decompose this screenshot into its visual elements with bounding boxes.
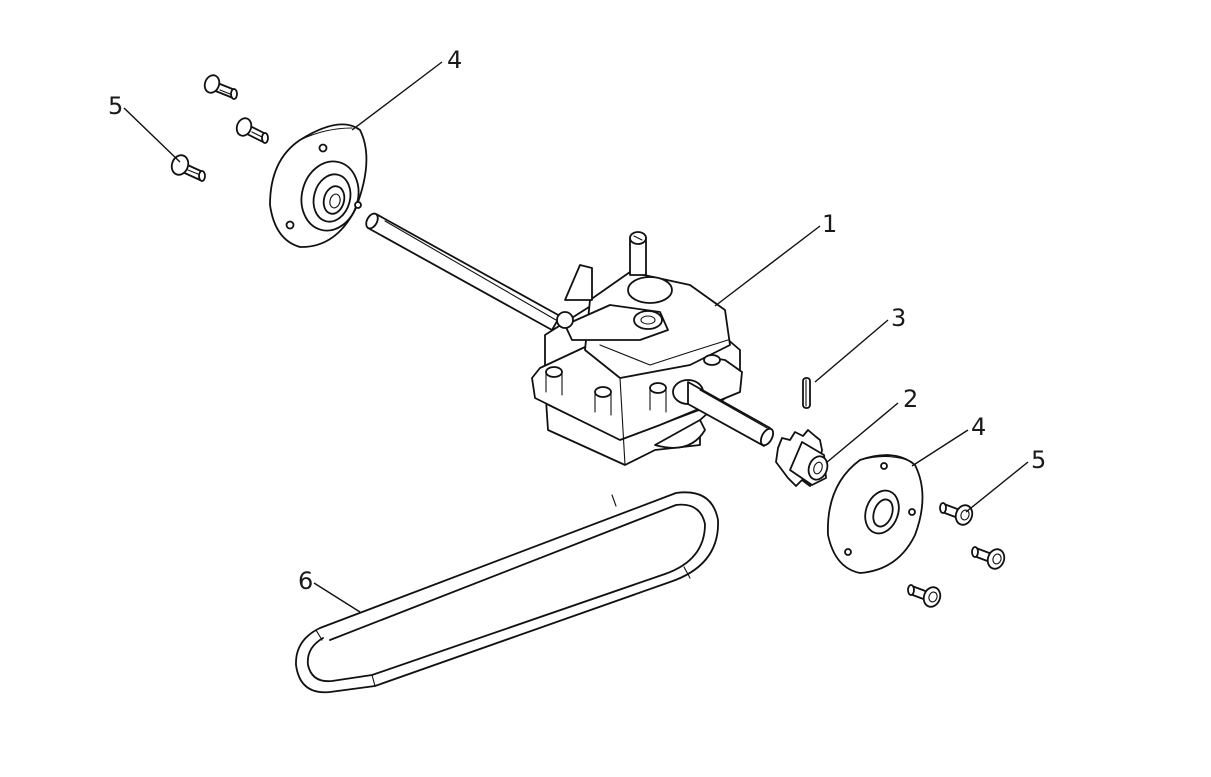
bolt-left-bottom [170,154,206,182]
key [802,377,811,409]
gearbox [531,231,743,466]
callout-bolt-left: 5 [108,92,123,120]
callout-sprocket: 2 [903,385,918,413]
leader-line-4-left [351,61,443,131]
callout-gearbox: 1 [822,210,837,238]
leader-line-3 [814,319,889,383]
callout-wheel-hub-right: 4 [971,413,986,441]
callout-wheel-hub-left: 4 [447,46,462,74]
leader-line-4-right [911,429,969,467]
callout-belt: 6 [298,567,313,595]
leader-line-2 [825,402,899,464]
wheel-hub-left [269,123,368,248]
leader-line-5-right [965,461,1029,513]
wheel-hub-right [827,454,924,574]
bolt-right-top [939,502,974,526]
bolt-right-middle [971,546,1006,570]
bolt-left-middle [235,117,269,144]
axle-shaft-left [365,212,561,331]
bolt-right-bottom [907,584,942,608]
callout-bolt-right: 5 [1031,446,1046,474]
callout-key: 3 [891,304,906,332]
leader-line-1 [714,225,821,307]
axle-shaft-right [672,379,775,447]
sprocket [775,429,829,487]
drive-belt [295,491,719,694]
leader-line-6 [313,582,361,613]
leader-line-5-left [123,107,181,163]
bolt-left-top [203,74,238,100]
